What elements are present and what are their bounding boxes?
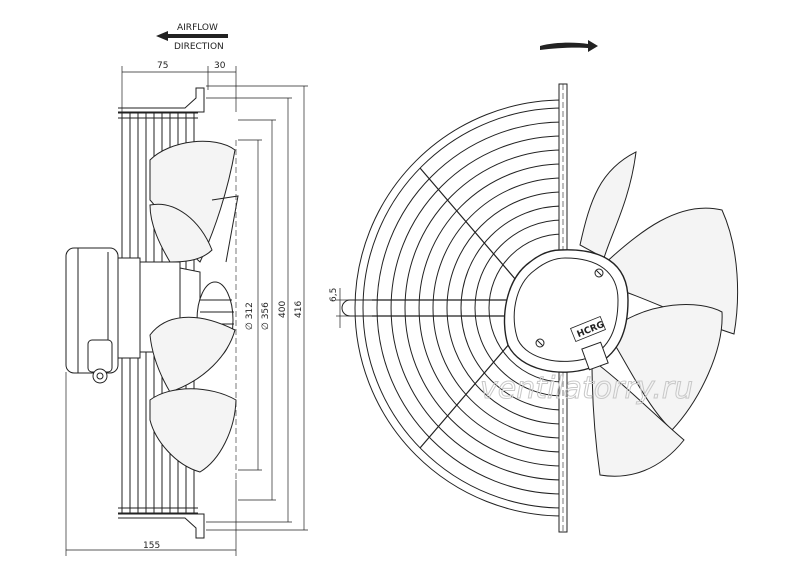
airflow-label-2: DIRECTION: [174, 42, 224, 52]
mounting-tab: [341, 299, 372, 317]
bracket-top: [118, 87, 205, 113]
side-blade-bottom: [149, 388, 237, 473]
airflow-label-1: AIRFLOW: [177, 23, 218, 33]
side-view: [65, 87, 239, 539]
blade-right-lower: [609, 304, 723, 431]
cable-gland: [87, 339, 113, 373]
dim-30: 30: [214, 61, 226, 71]
dim-312: ∅ 312: [245, 302, 255, 330]
dim-155: 155: [143, 541, 160, 551]
side-dimensions: [65, 66, 308, 556]
side-blade-mid-upper: [149, 203, 213, 263]
blade-top: [579, 151, 637, 259]
dim-75: 75: [157, 61, 168, 71]
front-grille-rings: [354, 99, 564, 517]
side-blade-mid-lower: [149, 316, 236, 393]
dim-400: 400: [278, 301, 288, 318]
front-view: [341, 83, 739, 533]
dim-356: ∅ 356: [261, 302, 271, 330]
airflow-arrow: [156, 31, 228, 41]
dim-6-5-lines: [336, 288, 350, 328]
motor-housing: [503, 249, 629, 373]
watermark: ventilatorry.ru: [480, 371, 693, 406]
motor-hub: [117, 257, 141, 359]
blade-bottom: [591, 359, 685, 477]
bracket-bottom: [118, 513, 205, 539]
rotation-arrow: [540, 40, 598, 52]
dim-416: 416: [294, 301, 304, 318]
front-cable-gland: [581, 341, 609, 371]
dim-6-5: 6,5: [329, 288, 339, 302]
